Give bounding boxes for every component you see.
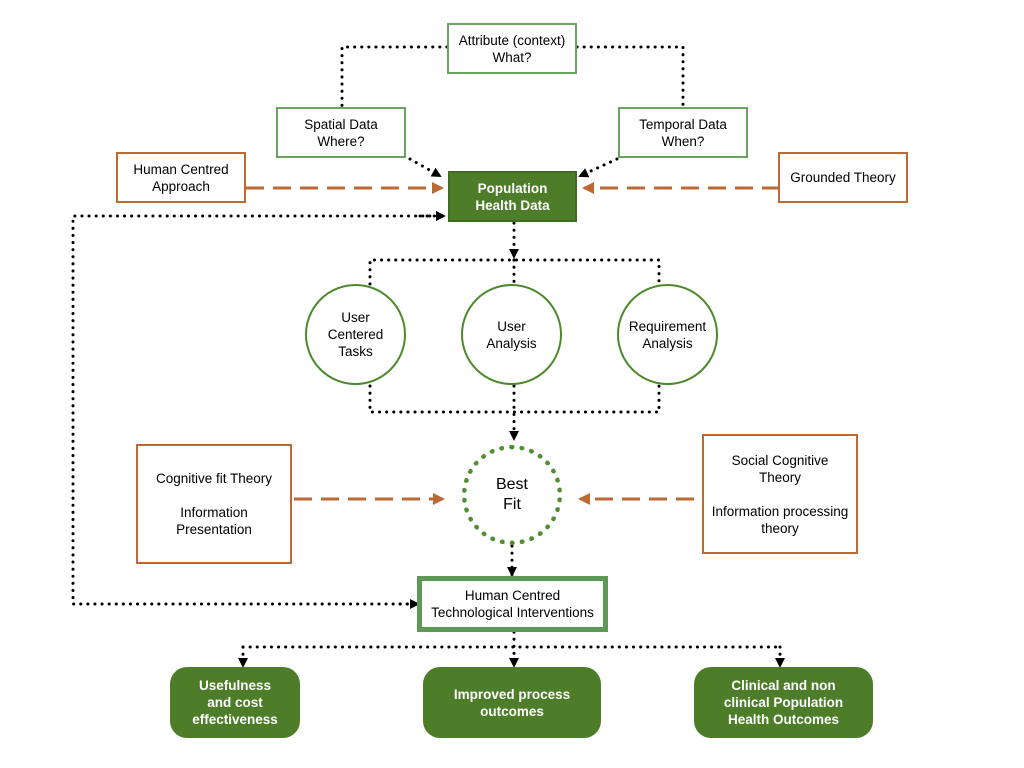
cognitive-fit-box: Cognitive fit Theory Information Present… — [136, 444, 292, 564]
usefulness-outcome: Usefulness and cost effectiveness — [170, 667, 300, 738]
spatial-line1: Spatial Data — [304, 116, 378, 132]
population-health-data-box: Population Health Data — [448, 171, 577, 222]
ua-line1: User — [497, 318, 526, 334]
temporal-line1: Temporal Data — [639, 116, 727, 132]
usefulness-line1: Usefulness — [198, 678, 272, 693]
bestfit-line1: Best — [495, 476, 528, 493]
temporal-data-box: Temporal Data When? — [618, 107, 748, 158]
spatial-line2: Where? — [317, 133, 365, 149]
ra-line2: Analysis — [642, 335, 693, 351]
connector-spatial-population — [408, 157, 442, 178]
interventions-line1: Human Centred — [464, 588, 561, 603]
improved-line1: Improved process — [453, 686, 571, 702]
uct-line3: Tasks — [338, 344, 373, 359]
cognitive-line3: Presentation — [176, 522, 252, 537]
uct-line1: User — [341, 310, 370, 325]
attribute-box: Attribute (context) What? — [447, 23, 577, 74]
clinical-line2: clinical Population — [723, 695, 844, 710]
social-line3: Information processing — [711, 503, 849, 519]
connector-attribute-spatial — [340, 45, 449, 108]
population-line2: Health Data — [475, 197, 550, 213]
spatial-data-box: Spatial Data Where? — [276, 107, 406, 158]
cognitive-line2: Information — [180, 505, 248, 520]
user-analysis-circle: User Analysis — [461, 284, 562, 385]
attribute-line2: What? — [492, 49, 532, 65]
social-line2: Theory — [758, 469, 802, 485]
approach-line1: Human Centred — [133, 161, 229, 177]
population-line1: Population — [477, 180, 548, 196]
interventions-box: Human Centred Technological Intervention… — [417, 576, 608, 632]
usefulness-line3: effectiveness — [192, 712, 278, 727]
connector-temporal-population — [578, 157, 619, 178]
social-cognitive-box: Social Cognitive Theory Information proc… — [702, 434, 858, 554]
uct-line2: Centered — [327, 327, 384, 342]
usefulness-line2: and cost — [207, 695, 263, 710]
best-fit-circle: Best Fit — [462, 445, 562, 545]
temporal-line2: When? — [661, 133, 705, 149]
clinical-line1: Clinical and non — [731, 678, 836, 693]
improved-line2: outcomes — [480, 703, 544, 719]
grounded-line1: Grounded Theory — [790, 170, 896, 185]
ua-line2: Analysis — [486, 335, 537, 351]
human-centred-approach-box: Human Centred Approach — [116, 152, 246, 203]
grounded-theory-box: Grounded Theory — [778, 152, 908, 203]
ra-line1: Requirement — [628, 318, 707, 334]
clinical-outcome: Clinical and non clinical Population Hea… — [694, 667, 873, 738]
bestfit-line2: Fit — [503, 496, 521, 513]
clinical-line3: Health Outcomes — [727, 712, 840, 727]
requirement-analysis-circle: Requirement Analysis — [617, 284, 718, 385]
connector-merge-bar — [368, 384, 661, 414]
social-line1: Social Cognitive — [731, 452, 829, 468]
connector-attribute-temporal — [575, 45, 685, 108]
improved-process-outcome: Improved process outcomes — [423, 667, 601, 738]
cognitive-line1: Cognitive fit Theory — [155, 471, 273, 486]
approach-line2: Approach — [152, 178, 210, 194]
attribute-line1: Attribute (context) — [458, 32, 566, 48]
user-centered-tasks-circle: User Centered Tasks — [305, 284, 406, 385]
connector-feedback-loop — [71, 214, 439, 606]
interventions-line2: Technological Interventions — [431, 605, 594, 620]
social-line4: theory — [761, 520, 799, 536]
